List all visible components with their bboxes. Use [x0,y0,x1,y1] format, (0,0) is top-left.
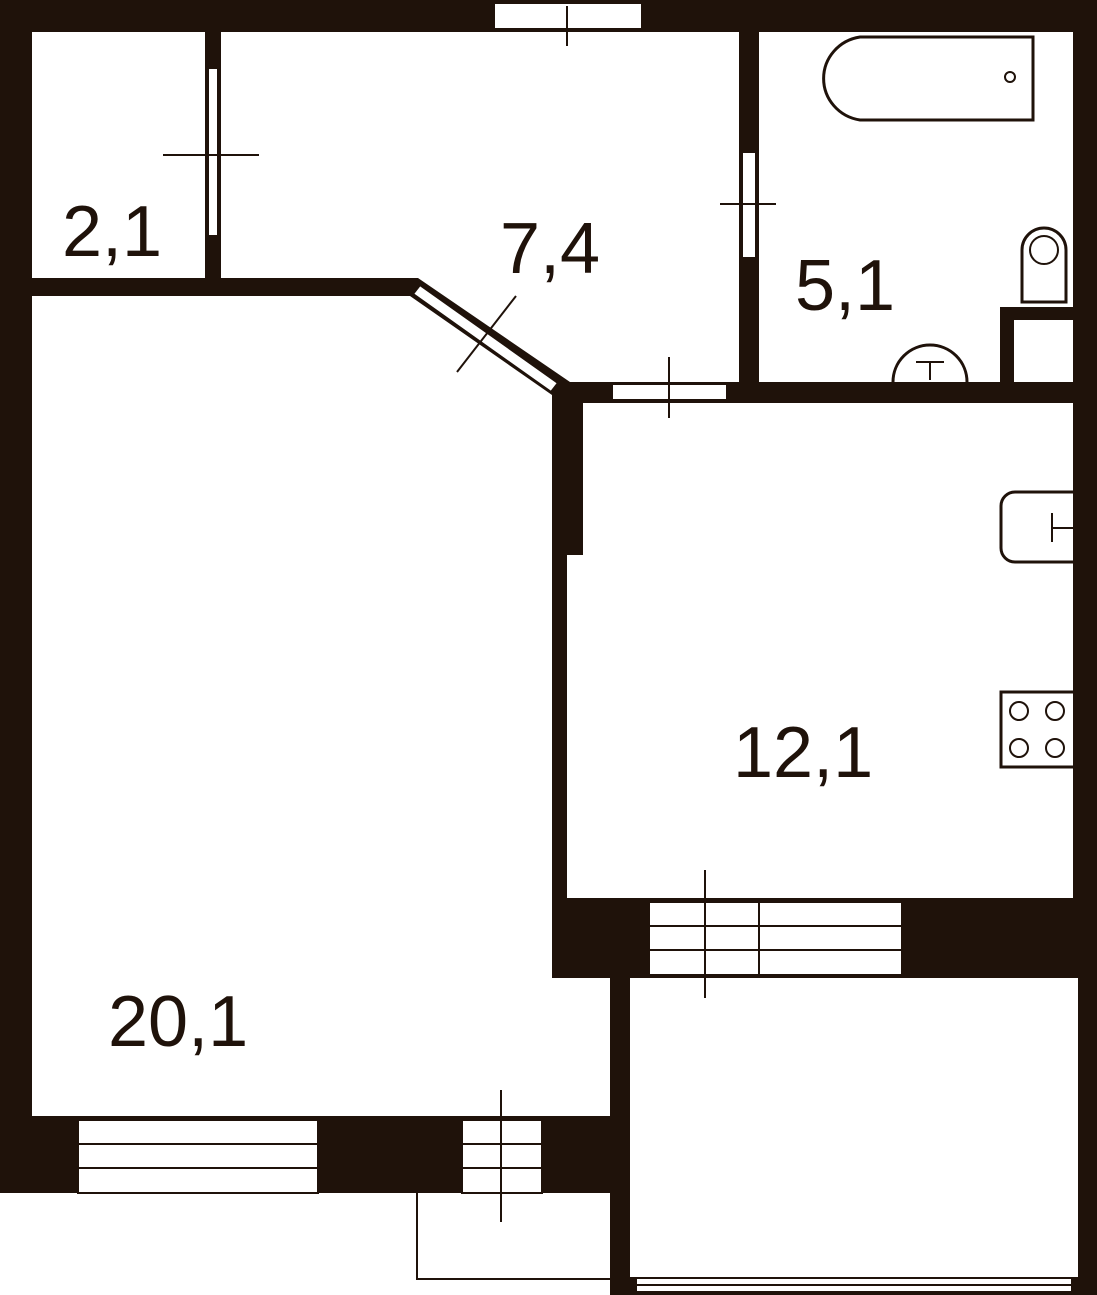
bathtub-drain-icon [1004,71,1016,83]
interior-walls [32,32,1073,898]
toilet-icon [1020,226,1068,304]
wall-left [0,0,32,1193]
room-area-closet: 2,1 [62,192,162,272]
door-closet [207,67,219,237]
kitchen-sink-icon [999,490,1073,564]
doors [163,6,776,418]
room-area-bathroom: 5,1 [795,246,895,326]
room-area-living-room: 20,1 [108,982,248,1062]
door-living [411,283,560,394]
wall-balcony-left [610,978,630,1295]
wall-balcony-right [1078,978,1097,1295]
wall-hall-diagonal [32,278,1073,898]
windows [77,2,1073,1293]
window-living-left [77,1119,319,1194]
bathtub-icon [822,35,1035,122]
window-kitchen [648,901,903,976]
stove-icon [999,690,1073,769]
sink-icon [891,343,969,383]
wall-right-upper [1073,0,1097,900]
bathroom-fixtures [822,35,1073,387]
balcony-railing [416,1193,610,1280]
room-area-kitchen: 12,1 [733,713,873,793]
room-area-hall: 7,4 [500,209,600,289]
kitchen-fixtures [999,490,1073,769]
